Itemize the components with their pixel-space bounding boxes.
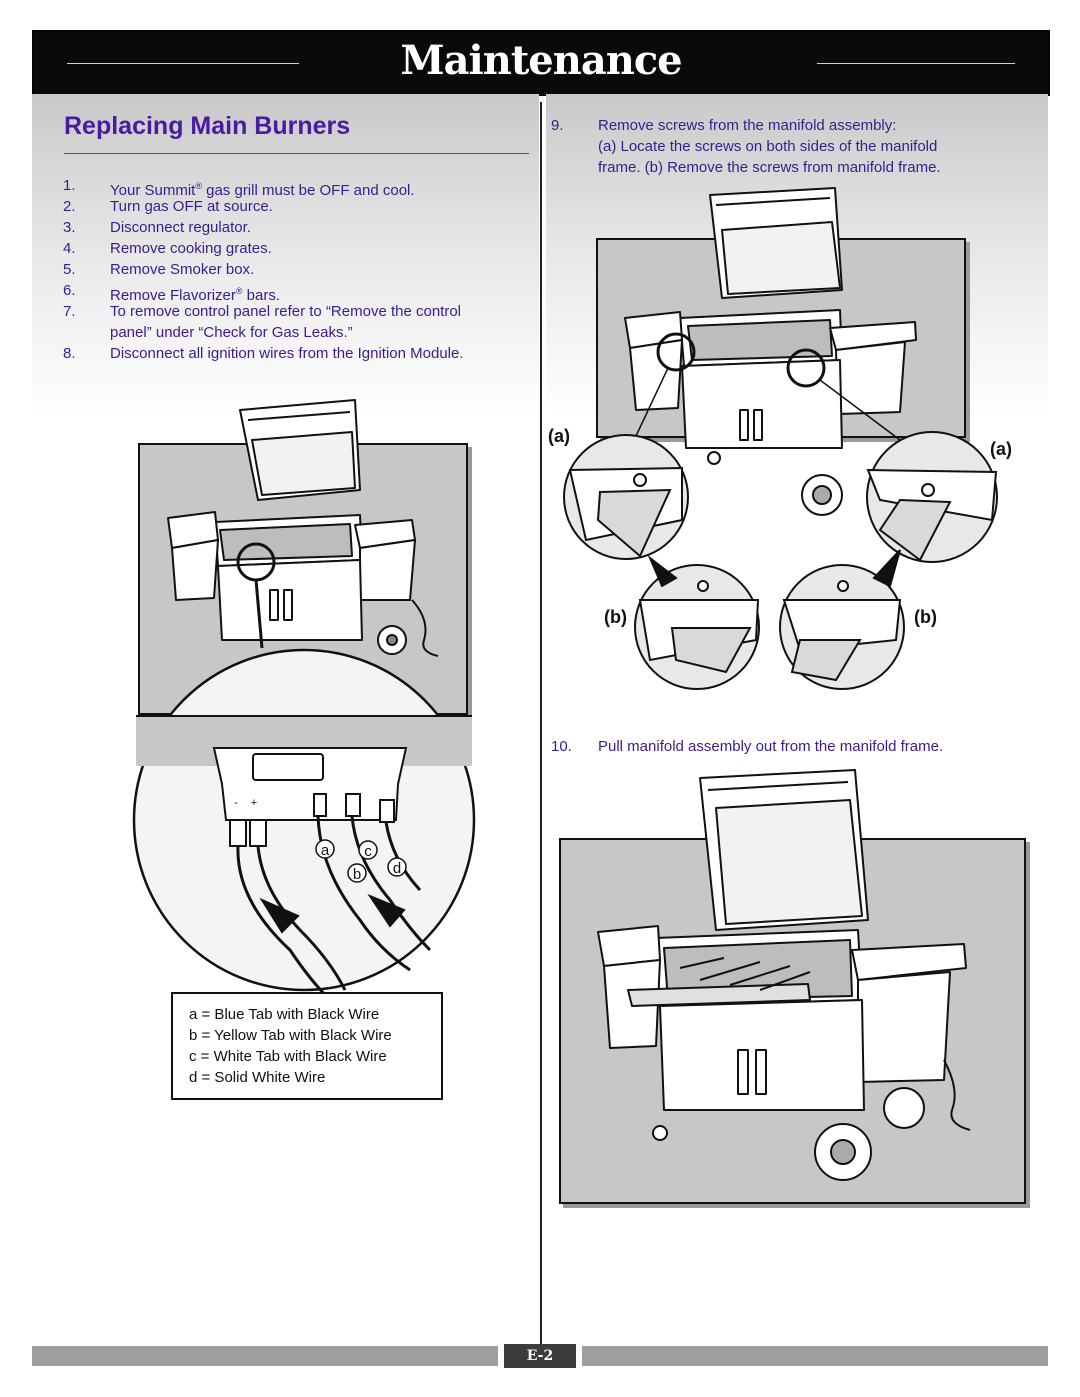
callout-a-left: (a) <box>548 426 570 446</box>
step-text: Your Summit® gas grill must be OFF and c… <box>110 181 415 199</box>
legend-item-b: b = Yellow Tab with Black Wire <box>189 1027 392 1044</box>
step-number: 9. <box>551 117 564 134</box>
step-text: frame. (b) Remove the screws from manifo… <box>598 159 941 176</box>
step-text: panel” under “Check for Gas Leaks.” <box>110 324 353 341</box>
step-number: 3. <box>63 219 76 236</box>
step-text: To remove control panel refer to “Remove… <box>110 303 461 320</box>
step-number: 6. <box>63 282 76 299</box>
legend-item-a: a = Blue Tab with Black Wire <box>189 1006 380 1023</box>
step-text: Remove Flavorizer® bars. <box>110 286 281 304</box>
step-number: 5. <box>63 261 76 278</box>
step-number: 2. <box>63 198 76 215</box>
section-title: Replacing Main Burners <box>64 112 351 140</box>
banner-rule-left <box>67 63 299 64</box>
step-number: 8. <box>63 345 76 362</box>
footer-bar-left <box>32 1346 498 1366</box>
terminal-plus-label: + <box>251 797 257 809</box>
step-number: 7. <box>63 303 76 320</box>
callout-a-right: (a) <box>990 439 1012 459</box>
column-divider <box>540 102 542 1364</box>
wire-label-b: b <box>353 866 361 883</box>
page-number: E-2 <box>504 1344 576 1368</box>
legend-item-c: c = White Tab with Black Wire <box>189 1048 387 1065</box>
step-text: Remove Smoker box. <box>110 261 255 278</box>
title-rule <box>64 153 529 154</box>
terminal-minus-label: - <box>234 797 238 809</box>
left-background <box>32 94 539 414</box>
step-text: Pull manifold assembly out from the mani… <box>598 738 944 755</box>
banner-rule-right <box>817 63 1015 64</box>
callout-b-left: (b) <box>604 607 627 627</box>
wire-label-c: c <box>364 843 372 860</box>
step-number: 4. <box>63 240 76 257</box>
wire-legend: a = Blue Tab with Black Wire b = Yellow … <box>171 992 443 1100</box>
page-title: Maintenance <box>400 37 682 84</box>
step-text: Disconnect all ignition wires from the I… <box>110 345 464 362</box>
callout-b-right: (b) <box>914 607 937 627</box>
wire-label-d: d <box>393 860 401 877</box>
step-text: Turn gas OFF at source. <box>110 198 273 215</box>
header-banner: Maintenance <box>32 30 1050 96</box>
footer-bar-right <box>582 1346 1048 1366</box>
step-text: (a) Locate the screws on both sides of t… <box>598 138 938 155</box>
step-text: Remove cooking grates. <box>110 240 272 257</box>
step-number: 1. <box>63 177 76 194</box>
legend-item-d: d = Solid White Wire <box>189 1069 326 1086</box>
step-text: Disconnect regulator. <box>110 219 251 236</box>
step-text: Remove screws from the manifold assembly… <box>598 117 897 134</box>
step-number: 10. <box>551 738 572 755</box>
wire-label-a: a <box>321 842 330 859</box>
